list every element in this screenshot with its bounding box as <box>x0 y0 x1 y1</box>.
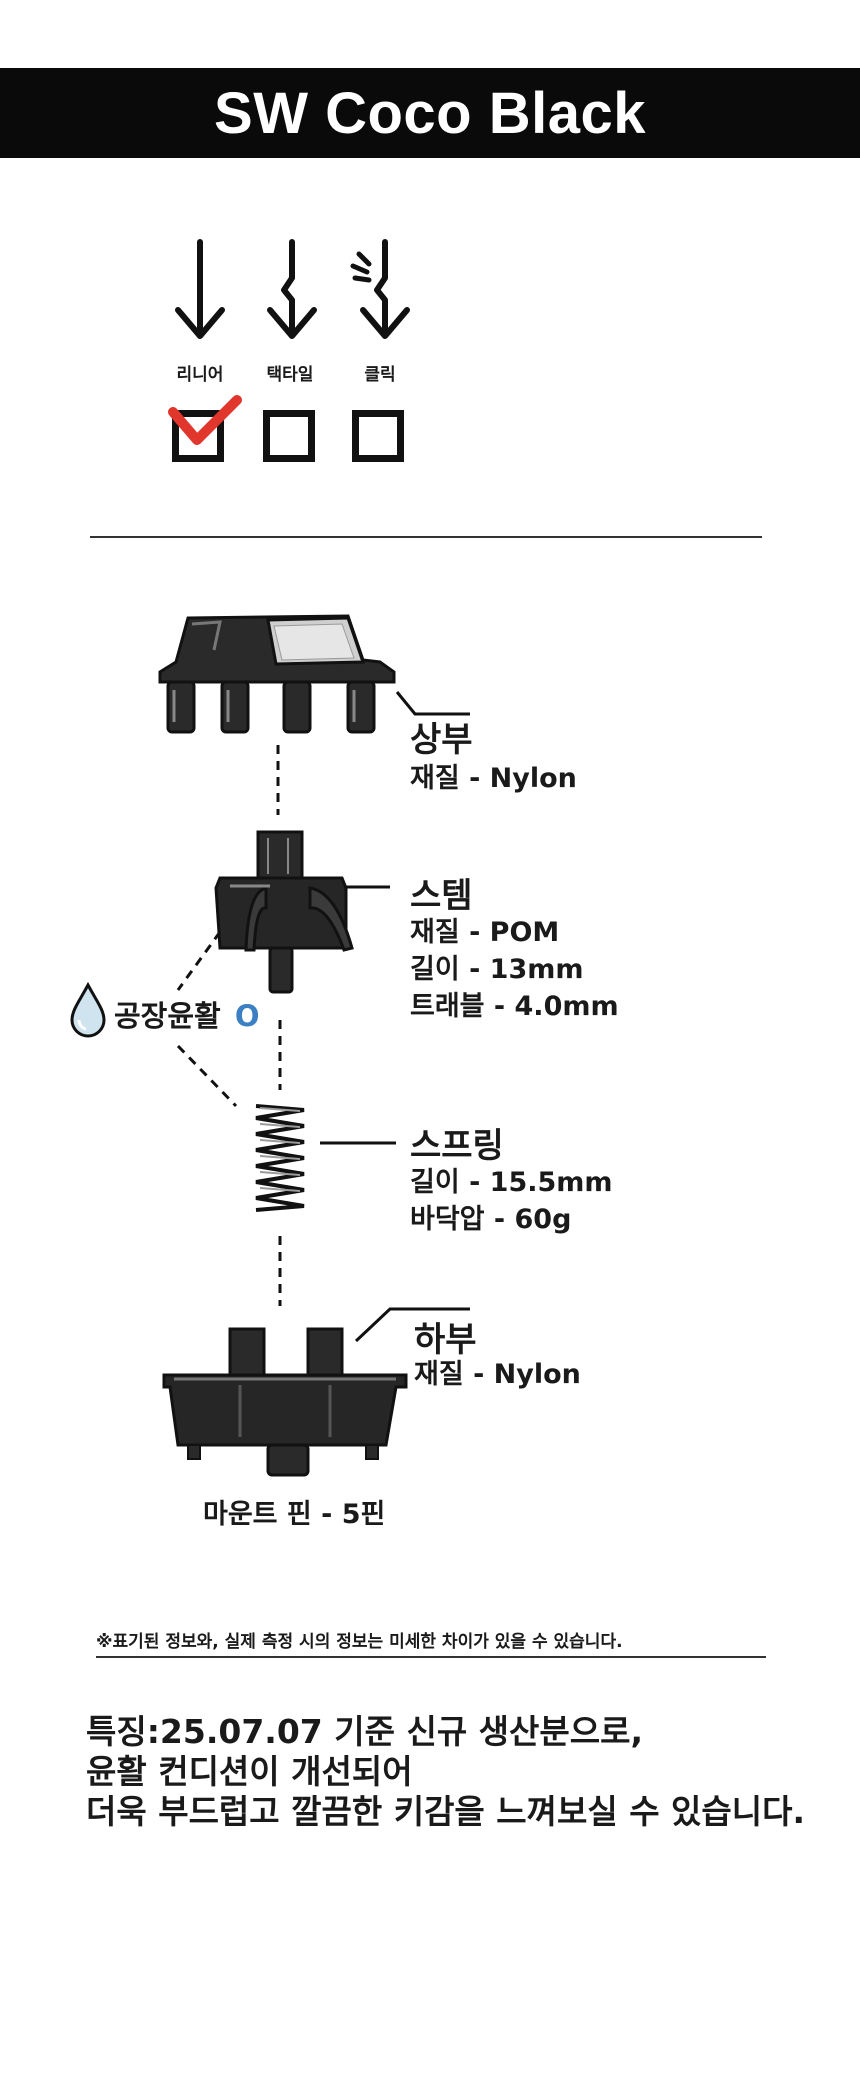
clicky-arrow-icon <box>350 239 410 339</box>
checkmark-icon <box>168 395 242 445</box>
lube-label-row: 공장윤활 O <box>114 993 260 1035</box>
oil-drop-icon <box>70 981 106 1038</box>
bottom-housing-illustration <box>162 1327 408 1477</box>
lube-dashed-lines <box>176 931 238 1108</box>
spec-bottom-material: 재질 - Nylon <box>414 1359 581 1390</box>
spec-stem-length: 길이 - 13mm <box>410 954 584 985</box>
bottom-leader-line <box>354 1307 470 1343</box>
top-housing-illustration <box>158 614 396 734</box>
feature-line-2: 윤활 컨디션이 개선되어 <box>86 1752 413 1791</box>
tactile-arrow-icon <box>267 239 317 339</box>
type-label-linear: 리니어 <box>176 365 224 385</box>
section-divider <box>90 536 762 538</box>
spec-top-material: 재질 - Nylon <box>410 763 577 794</box>
disclaimer-underline <box>96 1656 766 1658</box>
type-label-tactile: 택타일 <box>266 365 314 385</box>
connector-dashed-2 <box>278 1020 282 1090</box>
disclaimer-note: ※표기된 정보와, 실제 측정 시의 정보는 미세한 차이가 있을 수 있습니다… <box>96 1632 623 1652</box>
part-name-bottom: 하부 <box>414 1320 477 1360</box>
part-name-stem: 스템 <box>410 876 473 916</box>
type-label-clicky: 클릭 <box>364 365 396 385</box>
linear-arrow-icon <box>175 239 225 339</box>
spec-stem-material: 재질 - POM <box>410 917 560 948</box>
spring-illustration <box>255 1104 305 1212</box>
part-name-spring: 스프링 <box>410 1126 504 1166</box>
lube-label: 공장윤활 <box>114 999 221 1033</box>
checkbox-clicky[interactable] <box>352 410 404 462</box>
top-leader-line <box>395 691 470 716</box>
feature-line-3: 더욱 부드럽고 깔끔한 키감을 느껴보실 수 있습니다. <box>86 1792 806 1831</box>
page-title: SW Coco Black <box>214 80 646 146</box>
spec-spring-length: 길이 - 15.5mm <box>410 1167 613 1198</box>
connector-dashed-3 <box>278 1236 282 1306</box>
feature-line-1: 특징:25.07.07 기준 신규 생산분으로, <box>86 1712 644 1751</box>
spring-leader-line <box>320 1141 396 1145</box>
connector-dashed-1 <box>276 745 280 815</box>
spec-spring-force: 바닥압 - 60g <box>410 1204 572 1235</box>
title-bar: SW Coco Black <box>0 68 860 158</box>
spec-stem-travel: 트래블 - 4.0mm <box>410 991 619 1022</box>
stem-illustration <box>214 830 354 994</box>
part-name-top: 상부 <box>410 720 473 760</box>
mount-pin-label: 마운트 핀 - 5핀 <box>203 1499 386 1530</box>
lube-mark: O <box>234 999 260 1033</box>
stem-leader-line <box>344 885 390 889</box>
checkbox-tactile[interactable] <box>263 410 315 462</box>
